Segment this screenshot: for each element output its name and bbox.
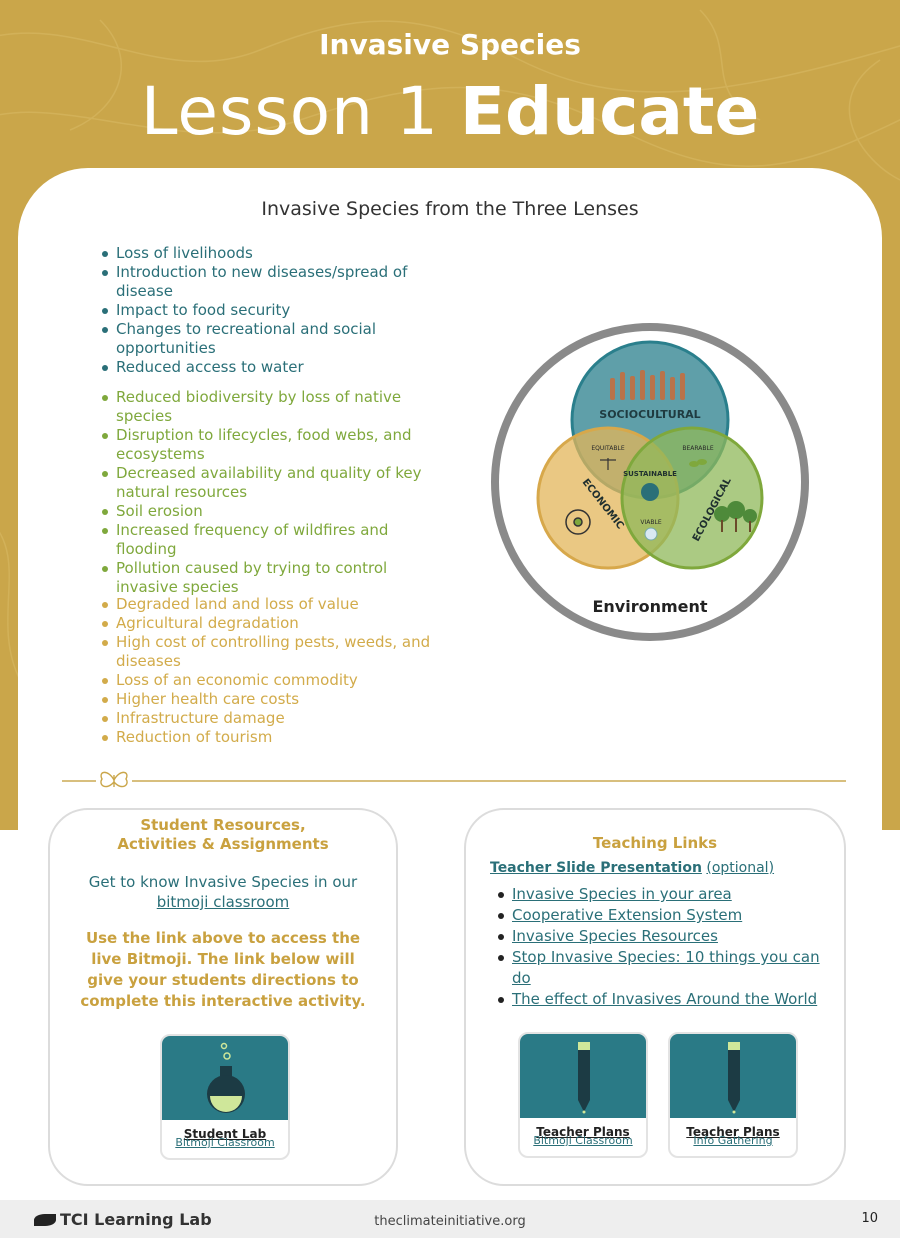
- list-item: Agricultural degradation: [100, 614, 445, 633]
- list-item: Increased frequency of wildfires and flo…: [100, 521, 445, 559]
- teaching-link[interactable]: Stop Invasive Species: 10 things you can…: [496, 947, 826, 989]
- teacher-slide-presentation-link[interactable]: Teacher Slide Presentation: [490, 860, 702, 876]
- section-divider: [62, 780, 846, 782]
- list-item: High cost of controlling pests, weeds, a…: [100, 633, 445, 671]
- student-instructions: Use the link above to access the live Bi…: [80, 929, 366, 1010]
- list-item: Loss of livelihoods: [100, 244, 445, 263]
- list-item: Loss of an economic commodity: [100, 671, 445, 690]
- butterfly-icon: [96, 767, 132, 793]
- money-cycle-icon: [565, 509, 591, 535]
- teaching-links-title: Teaching Links: [592, 834, 718, 852]
- tci-logo: TCI Learning Lab: [34, 1210, 212, 1229]
- list-item: Degraded land and loss of value: [100, 595, 445, 614]
- title-line: Activities & Assignments: [117, 835, 329, 853]
- tile-sublabel: Bitmoji Classroom: [175, 1136, 275, 1149]
- footer-url: theclimateinitiative.org: [374, 1214, 526, 1229]
- tile-label: Teacher Plans: [686, 1125, 780, 1139]
- list-item: Infrastructure damage: [100, 709, 445, 728]
- teaching-link[interactable]: Invasive Species Resources: [496, 926, 826, 947]
- teacher-plans-info-tile[interactable]: Teacher Plans Info Gathering: [668, 1032, 798, 1158]
- pencil-icon: [578, 1042, 590, 1114]
- list-item: Changes to recreational and social oppor…: [100, 320, 445, 358]
- teaching-links-list: Invasive Species in your area Cooperativ…: [496, 884, 826, 1010]
- trees-icon: [714, 501, 757, 532]
- sprout-icon: [689, 459, 707, 467]
- tile-sublabel: Info Gathering: [693, 1134, 773, 1147]
- lesson-title: Lesson 1 Educate: [0, 70, 900, 154]
- pencil-icon: [728, 1042, 740, 1114]
- student-resources-panel: Student Resources, Activities & Assignme…: [48, 808, 398, 1186]
- three-lenses-diagram: SOCIOCULTURAL EQUITABLE BEARABLE SUSTAIN…: [491, 323, 809, 641]
- page-footer: TCI Learning Lab theclimateinitiative.or…: [0, 1200, 900, 1238]
- bitmoji-classroom-link[interactable]: bitmoji classroom: [156, 893, 290, 911]
- globe-icon: [641, 483, 659, 501]
- teaching-link[interactable]: Cooperative Extension System: [496, 905, 826, 926]
- ecological-impacts-list: Reduced biodiversity by loss of native s…: [100, 388, 445, 597]
- lesson-number: Lesson 1: [140, 73, 439, 150]
- sustainable-label: SUSTAINABLE: [623, 470, 677, 478]
- list-item: Reduced biodiversity by loss of native s…: [100, 388, 445, 426]
- tile-header: [670, 1034, 796, 1118]
- tile-label: Teacher Plans: [536, 1125, 630, 1139]
- list-item: Impact to food security: [100, 301, 445, 320]
- list-item: Pollution caused by trying to control in…: [100, 559, 445, 597]
- list-item: Disruption to lifecycles, food webs, and…: [100, 426, 445, 464]
- list-item: Reduction of tourism: [100, 728, 445, 747]
- page-number: 10: [861, 1211, 878, 1226]
- bird-icon: [34, 1214, 56, 1226]
- list-item: Soil erosion: [100, 502, 445, 521]
- teaching-link[interactable]: Invasive Species in your area: [496, 884, 826, 905]
- tile-header: [520, 1034, 646, 1118]
- environment-label: Environment: [592, 597, 707, 616]
- teaching-links-panel: Teaching Links Teacher Slide Presentatio…: [464, 808, 846, 1186]
- student-resources-title: Student Resources, Activities & Assignme…: [50, 816, 396, 854]
- section-title: Invasive Species from the Three Lenses: [261, 198, 639, 220]
- list-item: Reduced access to water: [100, 358, 445, 377]
- intro-text: Get to know Invasive Species in our: [88, 873, 358, 891]
- teacher-presentation-line: Teacher Slide Presentation (optional): [490, 860, 774, 876]
- tile-header: [162, 1036, 288, 1120]
- social-impacts-list: Loss of livelihoods Introduction to new …: [100, 244, 445, 377]
- teaching-link[interactable]: The effect of Invasives Around the World: [496, 989, 826, 1010]
- title-line: Student Resources,: [140, 816, 306, 834]
- sociocultural-label: SOCIOCULTURAL: [599, 408, 700, 421]
- list-item: Introduction to new diseases/spread of d…: [100, 263, 445, 301]
- flask-icon: [207, 1042, 245, 1113]
- list-item: Higher health care costs: [100, 690, 445, 709]
- brand-name: TCI Learning Lab: [60, 1210, 212, 1229]
- lightbulb-icon: [644, 527, 658, 541]
- optional-note: (optional): [706, 860, 775, 876]
- list-item: Decreased availability and quality of ke…: [100, 464, 445, 502]
- equitable-label: EQUITABLE: [591, 445, 624, 452]
- tile-sublabel: Bitmoji Classroom: [533, 1134, 633, 1147]
- lesson-subtitle: Invasive Species: [319, 28, 581, 61]
- viable-label: VIABLE: [640, 519, 661, 526]
- bearable-label: BEARABLE: [682, 445, 714, 452]
- student-lab-tile[interactable]: Student Lab Bitmoji Classroom: [160, 1034, 290, 1160]
- student-intro: Get to know Invasive Species in our bitm…: [50, 872, 396, 912]
- scales-icon: [600, 458, 616, 470]
- lesson-stage: Educate: [459, 73, 760, 150]
- tile-label: Student Lab: [183, 1127, 267, 1141]
- economic-impacts-list: Degraded land and loss of value Agricult…: [100, 595, 445, 747]
- teacher-plans-bitmoji-tile[interactable]: Teacher Plans Bitmoji Classroom: [518, 1032, 648, 1158]
- raised-hands-icon: [610, 370, 685, 400]
